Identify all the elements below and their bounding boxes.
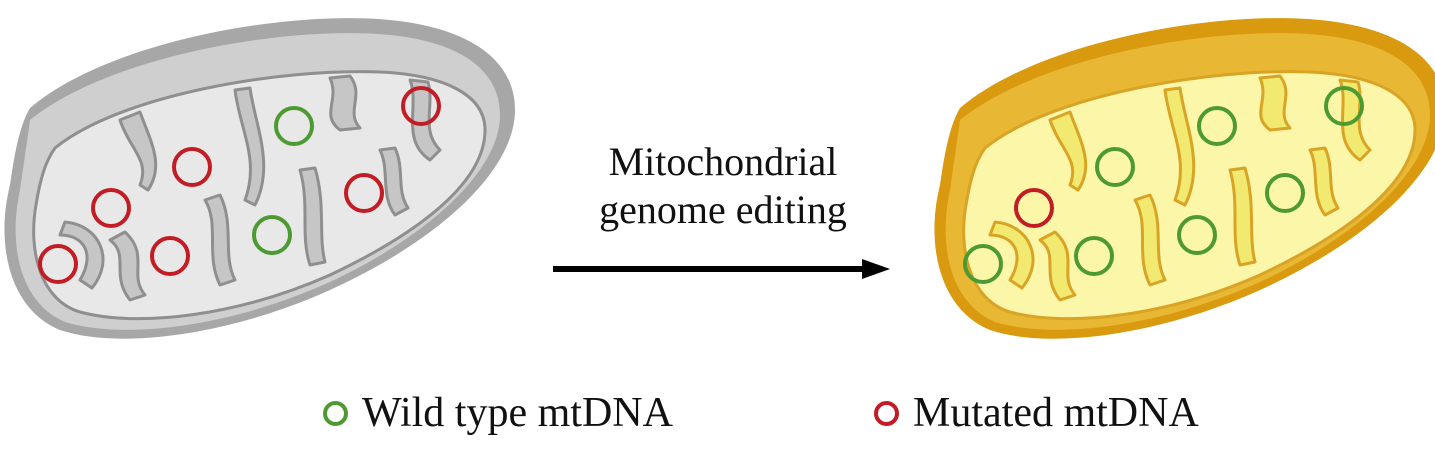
wild-type-mtdna — [1265, 173, 1305, 213]
wild-type-mtdna — [1074, 236, 1114, 276]
crista-before-7 — [203, 193, 237, 287]
legend-wild-type-label: Wild type mtDNA — [362, 390, 673, 436]
legend-wild-type: Wild type mtDNA — [323, 388, 673, 438]
crista-after-3 — [1258, 74, 1292, 132]
legend-mutated-label: Mutated mtDNA — [913, 390, 1199, 436]
mitochondrion-after — [934, 18, 1435, 339]
crista-after-2 — [1163, 86, 1196, 207]
wild-type-mtdna — [1197, 106, 1237, 146]
crista-before-5 — [58, 220, 105, 290]
wild-type-mtdna — [274, 106, 314, 146]
wild-type-legend-icon — [323, 400, 348, 426]
arrow-label: Mitochondrial genome editing — [555, 138, 891, 234]
crista-before-6 — [108, 230, 147, 302]
wild-type-mtdna — [1177, 215, 1217, 255]
crista-before-8 — [298, 166, 327, 267]
wild-type-mtdna — [1095, 147, 1135, 187]
mutated-mtdna — [172, 147, 212, 187]
process-arrow — [553, 259, 890, 279]
mutated-legend-icon — [874, 400, 899, 426]
legend-mutated: Mutated mtDNA — [874, 388, 1199, 438]
crista-after-5 — [988, 220, 1035, 290]
wild-type-mtdna — [1324, 86, 1364, 126]
mutated-mtdna — [150, 236, 190, 276]
arrow-head — [862, 259, 890, 279]
crista-before-2 — [233, 86, 266, 207]
crista-before-1 — [118, 110, 158, 192]
wild-type-mtdna — [963, 244, 1003, 284]
mutated-mtdna — [1014, 188, 1054, 228]
arrow-label-line1: Mitochondrial — [608, 139, 838, 184]
mutated-mtdna — [401, 86, 441, 126]
mutated-mtdna — [344, 173, 384, 213]
crista-after-9 — [1308, 146, 1340, 217]
mitochondrion-before — [4, 18, 516, 339]
crista-after-7 — [1133, 193, 1167, 287]
crista-before-9 — [378, 146, 410, 217]
mutated-mtdna — [38, 244, 78, 284]
mutated-mtdna — [91, 188, 131, 228]
crista-before-3 — [328, 74, 362, 132]
crista-after-1 — [1048, 110, 1088, 192]
crista-after-6 — [1038, 230, 1077, 302]
arrow-label-line2: genome editing — [599, 187, 847, 232]
crista-after-8 — [1228, 166, 1257, 267]
wild-type-mtdna — [252, 215, 292, 255]
crista-before-4 — [408, 78, 442, 162]
